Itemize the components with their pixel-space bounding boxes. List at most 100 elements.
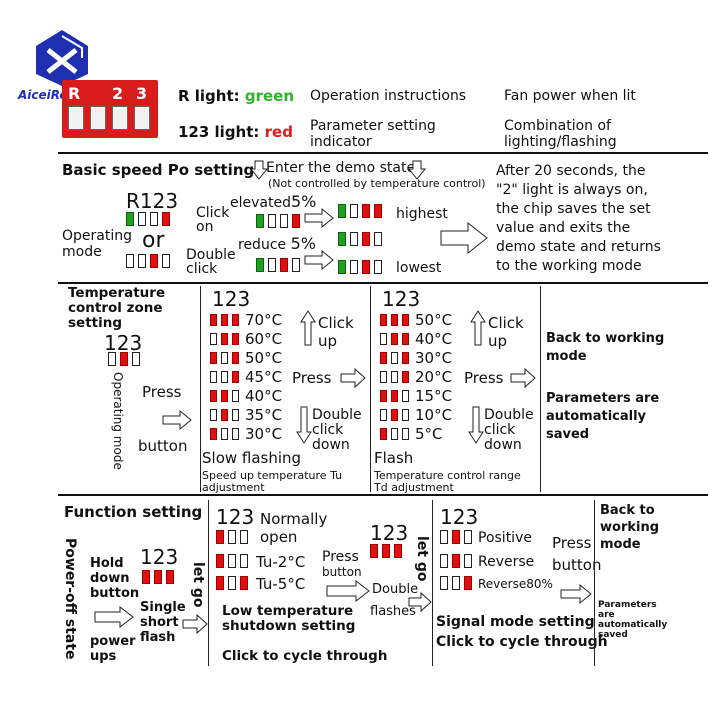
td-value: 40°C — [415, 329, 453, 348]
lamp-2 — [391, 389, 398, 402]
lamp-1 — [108, 352, 116, 366]
lamp-2 — [280, 258, 288, 272]
lowtemp-flashes: flashes — [370, 604, 416, 619]
tu-press: Press — [292, 369, 332, 387]
module-digit-3: 3 — [136, 84, 148, 103]
lamp-3 — [402, 427, 409, 440]
lamp-2 — [228, 576, 236, 590]
td-value: 5°C — [415, 424, 443, 443]
lamp-3 — [464, 530, 472, 544]
down-arrow-icon — [249, 160, 269, 180]
tu-value: 70°C — [245, 310, 283, 329]
lamp-3 — [132, 352, 140, 366]
lamp-1 — [142, 570, 150, 584]
lamp-2 — [120, 352, 128, 366]
down-arrow-icon — [468, 406, 484, 444]
up-arrow-icon — [470, 310, 486, 346]
lamp-1 — [268, 214, 276, 228]
lamp-1 — [210, 389, 217, 402]
tu-row: 50°C — [210, 348, 282, 367]
lamp-r — [256, 258, 264, 272]
tu-value: 30°C — [245, 424, 283, 443]
td-value: 50°C — [415, 310, 453, 329]
divider — [58, 494, 708, 496]
td-value: 20°C — [415, 367, 453, 386]
lamp-2 — [221, 389, 228, 402]
lamp-1 — [138, 254, 146, 268]
module-led — [112, 106, 128, 130]
lamp-2 — [452, 530, 460, 544]
lamp-1 — [216, 530, 224, 544]
speed-lamps-b — [126, 254, 170, 268]
lamp-3 — [162, 254, 170, 268]
tu-row: 30°C — [210, 424, 282, 443]
lamp-2 — [221, 313, 228, 326]
speed-title: Basic speed Po setting — [62, 161, 255, 179]
lamp-2 — [362, 260, 370, 274]
right-arrow-icon — [440, 221, 488, 255]
lamp-2 — [362, 232, 370, 246]
right-arrow-icon — [408, 591, 432, 613]
lamp-3 — [394, 544, 402, 558]
tu-row: 35°C — [210, 405, 282, 424]
tu-value: 60°C — [245, 329, 283, 348]
lamp-3 — [166, 570, 174, 584]
signal-reverse80: Reverse80% — [478, 577, 553, 591]
lamp-3 — [232, 370, 239, 383]
lamp-3 — [162, 212, 170, 226]
right-arrow-icon — [94, 605, 134, 629]
lamp-3 — [232, 313, 239, 326]
td-123: 123 — [382, 287, 421, 311]
speed-note: After 20 seconds, the "2" light is alway… — [496, 163, 661, 274]
lamp-3 — [292, 214, 300, 228]
divider — [432, 500, 433, 666]
lowtemp-tu5: Tu-5°C — [256, 575, 306, 593]
speed-lamps-mid — [338, 232, 382, 246]
td-flash: Flash — [374, 449, 414, 467]
lamp-2 — [221, 408, 228, 421]
tu-value: 45°C — [245, 367, 283, 386]
speed-r123: R123 — [126, 189, 179, 213]
signal-lamps-reverse80 — [440, 576, 472, 590]
lamp-1 — [380, 408, 387, 421]
lowtemp-click-cycle: Click to cycle through — [222, 648, 388, 664]
lamp-1 — [350, 204, 358, 218]
tu-row: 60°C — [210, 329, 282, 348]
tu-value: 40°C — [245, 386, 283, 405]
temp-lamps-operating — [108, 352, 140, 366]
tu-value: 35°C — [245, 405, 283, 424]
lamp-1 — [380, 370, 387, 383]
func-power-off: Power-off state — [62, 538, 78, 660]
speed-lamps-a — [126, 212, 170, 226]
right-arrow-icon — [510, 367, 536, 389]
tu-row: 40°C — [210, 386, 282, 405]
speed-lamps-lowest — [338, 260, 382, 274]
lamp-1 — [370, 544, 378, 558]
lamp-3 — [240, 530, 248, 544]
right-arrow-icon — [304, 249, 334, 271]
lamp-3 — [240, 554, 248, 568]
lamp-2 — [452, 576, 460, 590]
td-value: 10°C — [415, 405, 453, 424]
lamp-3 — [402, 351, 409, 364]
lamp-2 — [391, 427, 398, 440]
lamp-3 — [240, 576, 248, 590]
speed-lamps-reduce — [256, 258, 300, 272]
lamp-1 — [380, 351, 387, 364]
lamp-2 — [221, 370, 228, 383]
lowtemp-let-go: let go — [414, 536, 430, 582]
lamp-3 — [464, 576, 472, 590]
lamp-3 — [232, 351, 239, 364]
lamp-1 — [216, 576, 224, 590]
lamp-2 — [382, 544, 390, 558]
